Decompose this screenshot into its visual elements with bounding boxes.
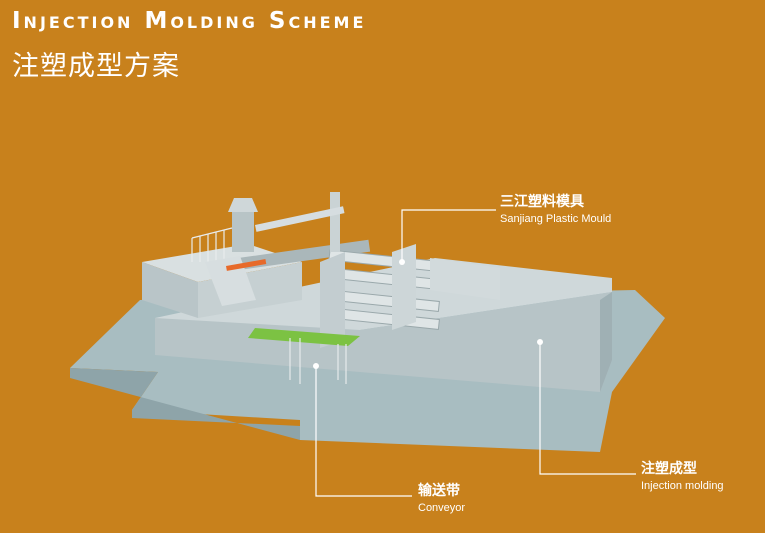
floor-slab-edge bbox=[70, 368, 300, 440]
callout-injection-en: Injection molding bbox=[641, 480, 724, 492]
hopper-top bbox=[228, 198, 258, 212]
callout-mould-cn: 三江塑料模具 bbox=[500, 194, 584, 210]
conveyor-legs bbox=[289, 338, 347, 384]
injection-leader-line bbox=[539, 342, 636, 475]
conveyor-belt bbox=[248, 328, 360, 346]
mould-dot bbox=[399, 259, 405, 265]
callout-mould-en: Sanjiang Plastic Mould bbox=[500, 213, 612, 225]
conveyor-dot bbox=[313, 363, 319, 369]
callout-conveyor-en: Conveyor bbox=[418, 502, 466, 514]
callout-mould: 三江塑料模具 Sanjiang Plastic Mould bbox=[500, 191, 611, 225]
hopper bbox=[232, 212, 254, 252]
robot-column bbox=[330, 192, 340, 252]
moving-platen bbox=[392, 244, 416, 330]
mould-platen bbox=[320, 252, 345, 348]
machine-base-front bbox=[155, 292, 612, 392]
mould-leader-line bbox=[401, 209, 496, 262]
machine-base-right bbox=[600, 292, 612, 392]
injection-dot bbox=[537, 339, 543, 345]
injection-unit-front bbox=[142, 262, 198, 318]
callout-conveyor-cn: 输送带 bbox=[418, 483, 460, 499]
title-chinese: 注塑成型方案 bbox=[12, 51, 180, 82]
guard-rail bbox=[191, 227, 233, 262]
robot-arm bbox=[255, 206, 345, 232]
orange-indicator bbox=[226, 259, 267, 271]
callout-injection-cn: 注塑成型 bbox=[641, 461, 697, 477]
clamp-housing bbox=[430, 258, 500, 300]
title-english: Injection Molding Scheme bbox=[12, 8, 367, 34]
leader-dots bbox=[313, 259, 543, 369]
leader-lines bbox=[315, 209, 636, 497]
conveyor-leader-line bbox=[315, 366, 412, 497]
callout-injection: 注塑成型 Injection molding bbox=[641, 458, 724, 492]
callout-conveyor: 输送带 Conveyor bbox=[418, 480, 465, 514]
stairs bbox=[205, 256, 256, 306]
